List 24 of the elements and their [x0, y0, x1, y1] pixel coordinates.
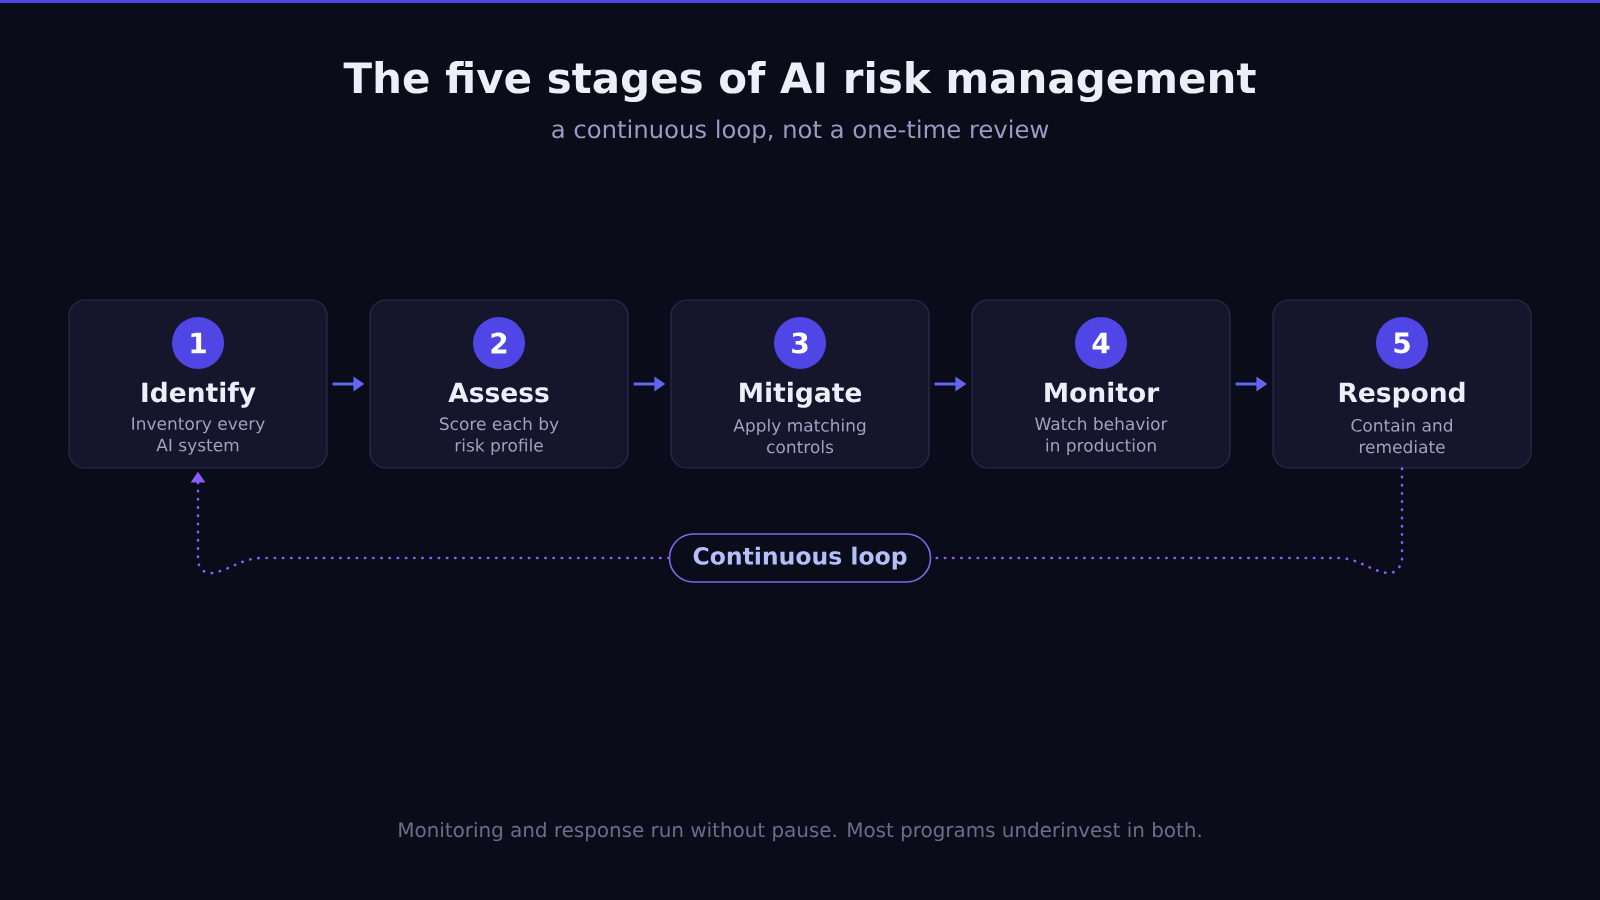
stage-description: Contain and remediate: [1351, 418, 1452, 454]
title: The five stages of AI risk management: [343, 61, 1256, 103]
stage-title: Monitor: [1045, 381, 1160, 403]
stage-description: Score each by risk profile: [440, 417, 559, 455]
stage-description: Apply matching controls: [733, 418, 866, 454]
stage-card: [670, 299, 930, 469]
number-badge: 3: [774, 317, 826, 369]
stage-title: Identify: [142, 381, 256, 408]
stage-card: [68, 299, 328, 469]
stage-description: Inventory every AI system: [132, 417, 265, 455]
stage-title: Mitigate: [740, 381, 862, 408]
stage-card: [971, 299, 1231, 469]
caption: Monitoring and response run without pause. Most programs underinvest in both.: [399, 821, 1201, 842]
number-badge: 5: [1376, 317, 1428, 369]
pill-label: Continuous loop: [668, 533, 932, 583]
stage-card: [369, 299, 629, 469]
stage-title: Assess: [448, 382, 549, 403]
stage-card: [1272, 299, 1532, 469]
subtitle: a continuous loop, not a one-time review: [552, 119, 1049, 144]
stage-title: Respond: [1339, 381, 1465, 408]
stage-description: Watch behavior in production: [1035, 417, 1168, 455]
number-badge: 4: [1075, 317, 1127, 369]
number-badge: 1: [172, 317, 224, 369]
number-badge: 2: [473, 317, 525, 369]
